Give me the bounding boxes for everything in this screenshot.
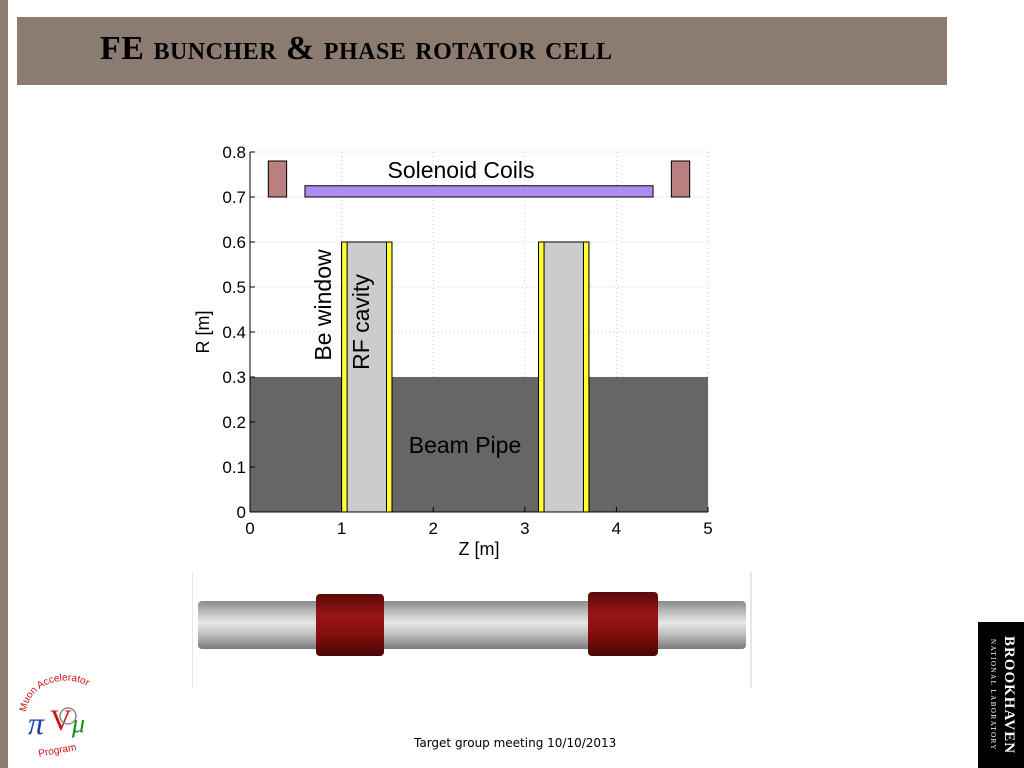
rf-cavity-label: RF cavity (348, 274, 374, 370)
x-tick-label: 3 (520, 519, 529, 538)
brookhaven-logo: BROOKHAVEN NATIONAL LABORATORY (978, 622, 1024, 768)
y-tick-label: 0 (237, 503, 246, 522)
svg-text:μ: μ (71, 709, 85, 738)
left-accent-bar (0, 0, 8, 768)
svg-text:π: π (28, 705, 45, 741)
solenoid-coil-bar (304, 185, 654, 198)
title-band (17, 17, 947, 85)
beam-pipe-region (250, 377, 708, 512)
beam-pipe-label: Beam Pipe (409, 432, 522, 458)
y-tick-label: 0.2 (222, 413, 246, 432)
be-window-left-2 (538, 241, 545, 513)
solenoid-coils-label: Solenoid Coils (387, 157, 534, 183)
x-tick-label: 5 (703, 519, 712, 538)
y-tick-label: 0.5 (222, 278, 246, 297)
be-window-right-1 (385, 241, 393, 513)
muon-accelerator-program-logo: Muon Accelerator π V μ Program (14, 670, 114, 762)
be-window-left-1 (341, 241, 348, 513)
be-window-right-2 (582, 241, 590, 513)
y-tick-label: 0.3 (222, 368, 246, 387)
x-tick-label: 1 (337, 519, 346, 538)
x-axis-label: Z [m] (459, 539, 500, 559)
x-tick-label: 0 (245, 519, 254, 538)
svg-text:Program: Program (38, 742, 78, 759)
end-coil-2 (670, 160, 691, 198)
y-tick-label: 0.7 (222, 188, 246, 207)
render-cavity-2 (588, 592, 658, 656)
x-tick-label: 2 (428, 519, 437, 538)
y-tick-label: 0.4 (222, 323, 246, 342)
end-coil-1 (267, 160, 288, 198)
plot-axes: 0 1 2 3 4 5 0 0.1 0.2 0.3 0.4 0.5 0.6 0.7 0.8 (222, 143, 712, 538)
render-beam-pipe (198, 601, 746, 649)
plot-shapes (250, 160, 708, 513)
bnl-subtitle: NATIONAL LABORATORY (989, 639, 997, 751)
slide-title: FE buncher & phase rotator cell (100, 30, 613, 67)
render-cavity-1 (316, 594, 384, 656)
rf-cavity-2 (538, 241, 590, 513)
bnl-name: BROOKHAVEN (1001, 635, 1017, 755)
3d-render-image (192, 572, 752, 688)
be-window-label: Be window (310, 249, 336, 361)
x-tick-label: 4 (612, 519, 621, 538)
y-axis-label: R [m] (193, 311, 213, 354)
y-tick-label: 0.6 (222, 233, 246, 252)
footer-text: Target group meeting 10/10/2013 (414, 736, 617, 750)
y-tick-label: 0.1 (222, 458, 246, 477)
y-tick-label: 0.8 (222, 143, 246, 162)
rf-cavity-1 (341, 241, 393, 513)
